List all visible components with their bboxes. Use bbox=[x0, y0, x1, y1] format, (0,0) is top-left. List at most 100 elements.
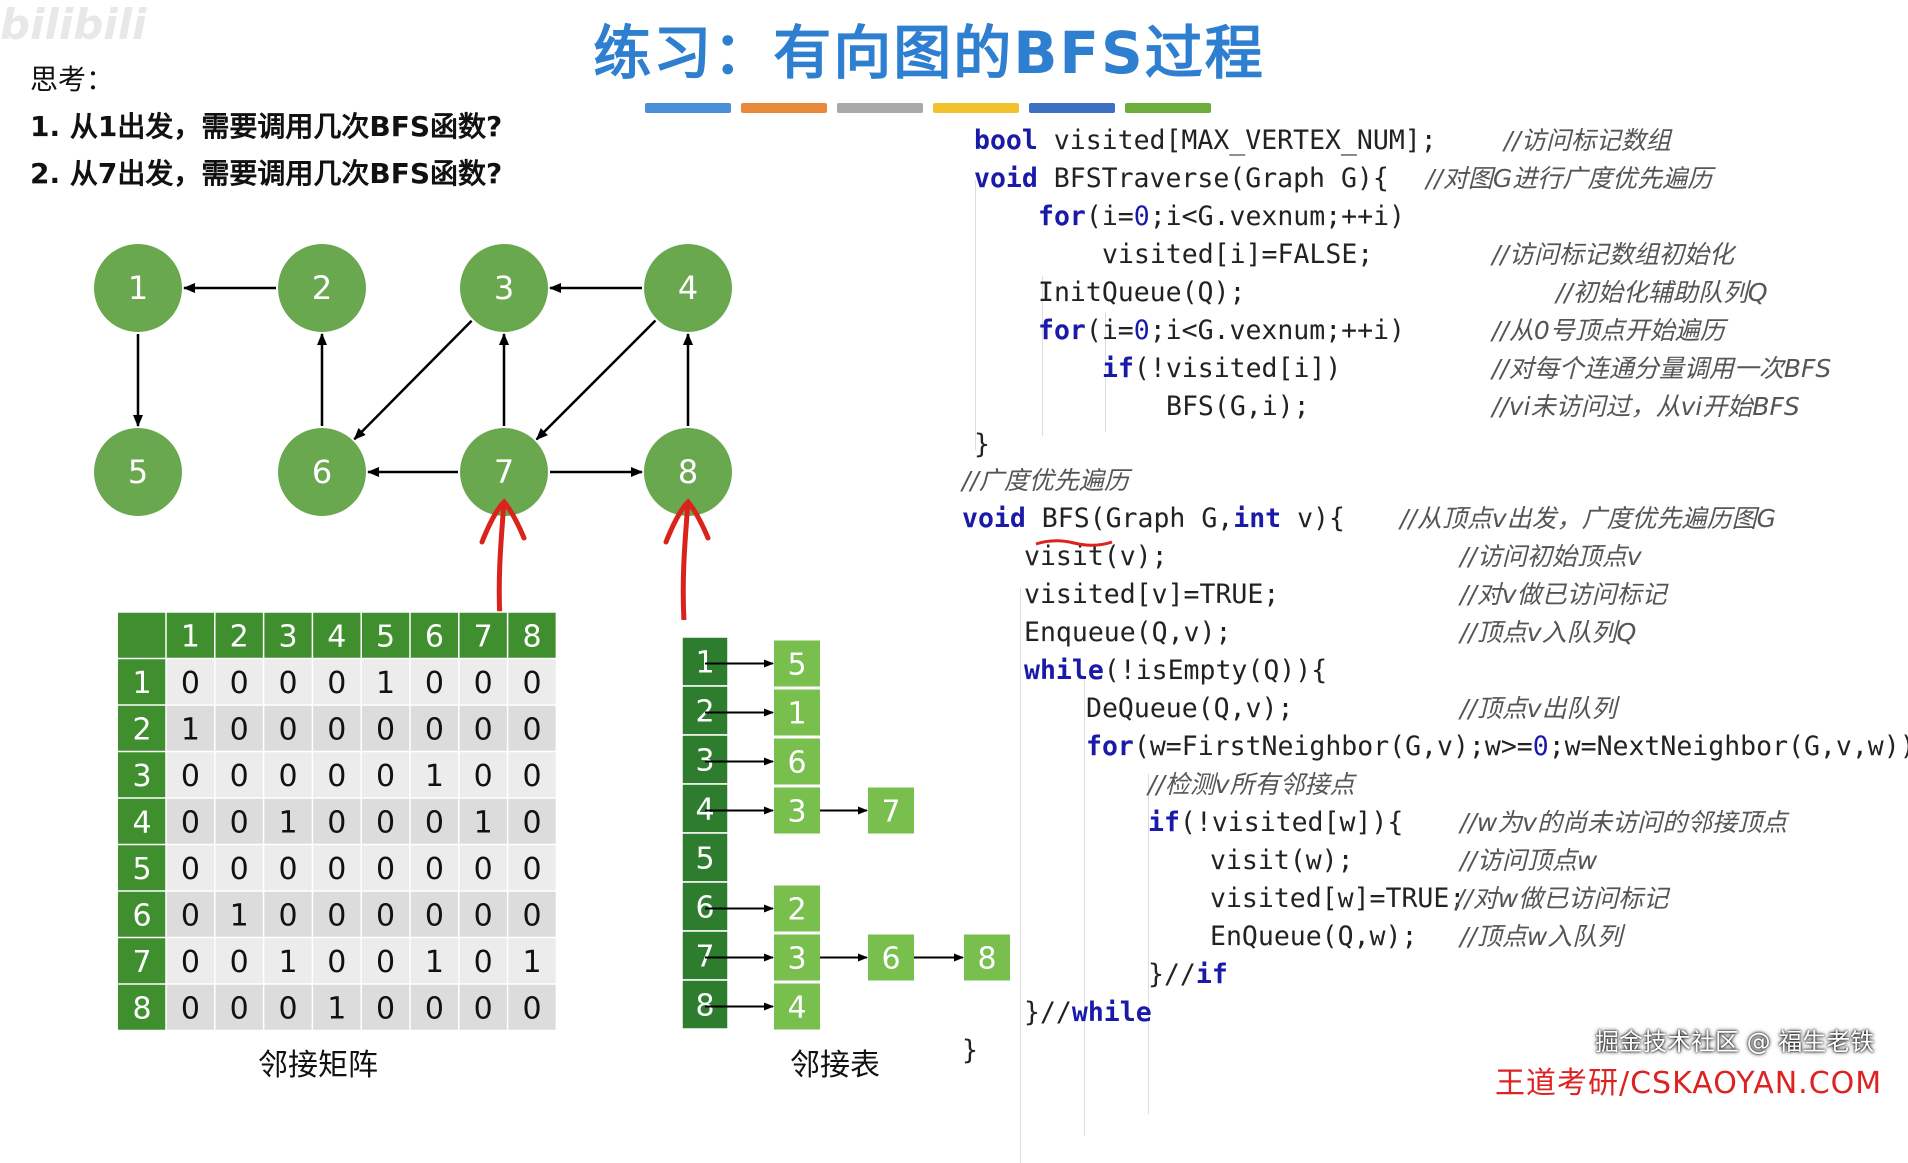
code-comment: //检测v所有邻接点 bbox=[1148, 770, 1355, 799]
indent-guide bbox=[975, 180, 976, 450]
matrix-cell: 0 bbox=[425, 805, 444, 840]
matrix-cell: 0 bbox=[376, 852, 395, 887]
adjlist-node bbox=[774, 934, 820, 981]
code-comment: //初始化辅助队列Q bbox=[1556, 278, 1768, 307]
matrix-cell: 0 bbox=[230, 759, 249, 794]
watermark: 掘金技术社区 @ 福生老铁 bbox=[1595, 1028, 1875, 1056]
matrix-cell: 1 bbox=[278, 805, 297, 840]
adjlist-node bbox=[774, 689, 820, 736]
matrix-cell: 0 bbox=[376, 898, 395, 933]
matrix-cell: 1 bbox=[327, 991, 346, 1026]
graph-node-label: 4 bbox=[678, 269, 698, 307]
matrix-cell: 0 bbox=[181, 759, 200, 794]
adjlist-vertex-cell bbox=[681, 685, 729, 736]
matrix-cell: 0 bbox=[522, 991, 541, 1026]
matrix-cell: 0 bbox=[474, 852, 493, 887]
question-2: 2. 从7出发，需要调用几次BFS函数? bbox=[30, 157, 503, 190]
matrix-cell: 0 bbox=[181, 898, 200, 933]
matrix-cell: 0 bbox=[376, 712, 395, 747]
code-comment: //访问标记数组初始化 bbox=[1492, 240, 1734, 269]
matrix-cell: 0 bbox=[522, 852, 541, 887]
graph-node bbox=[278, 428, 366, 516]
matrix-cell: 0 bbox=[230, 712, 249, 747]
list-caption: 邻接表 bbox=[790, 1048, 880, 1083]
site-footer: 王道考研/CSKAOYAN.COM bbox=[1495, 1066, 1883, 1101]
adjlist-node-label: 7 bbox=[881, 795, 900, 830]
code-comment: //vi未访问过，从vi开始BFS bbox=[1492, 392, 1800, 421]
matrix-cell: 1 bbox=[425, 759, 444, 794]
code-line: BFS(G,i); bbox=[1166, 391, 1310, 422]
matrix-cell: 0 bbox=[376, 759, 395, 794]
matrix-row-header: 4 bbox=[132, 805, 151, 840]
adjlist-node-label: 3 bbox=[787, 795, 806, 830]
adjlist-vertex-cell bbox=[681, 734, 729, 785]
graph-node bbox=[644, 428, 732, 516]
adjlist-node bbox=[868, 934, 914, 981]
adjlist-node-label: 1 bbox=[787, 697, 806, 732]
code-line: }//while bbox=[1024, 997, 1152, 1028]
code-line: } bbox=[962, 1035, 978, 1066]
graph-node-label: 8 bbox=[678, 453, 698, 491]
graph-node bbox=[278, 244, 366, 332]
start-marker-arrow bbox=[663, 498, 711, 620]
color-bars bbox=[645, 103, 1211, 113]
graph-node bbox=[460, 428, 548, 516]
matrix-col-header: 3 bbox=[278, 619, 297, 654]
matrix-cell: 0 bbox=[278, 759, 297, 794]
code-comment: //广度优先遍历 bbox=[962, 466, 1129, 495]
code-line: void BFSTraverse(Graph G){ bbox=[974, 163, 1389, 194]
color-bar-yellow bbox=[933, 103, 1019, 113]
graph-edge bbox=[353, 319, 473, 441]
code-comment: //从0号顶点开始遍历 bbox=[1492, 316, 1725, 345]
matrix-cell: 0 bbox=[278, 666, 297, 701]
indent-guide bbox=[1020, 588, 1021, 1163]
matrix-cell: 1 bbox=[278, 945, 297, 980]
matrix-cell: 0 bbox=[474, 991, 493, 1026]
color-bar-darkblue bbox=[1029, 103, 1115, 113]
matrix-row-header: 8 bbox=[132, 991, 151, 1026]
graph-node-label: 2 bbox=[312, 269, 332, 307]
adjlist-node-label: 6 bbox=[881, 942, 900, 977]
matrix-col-header: 6 bbox=[425, 619, 444, 654]
matrix-col-header: 8 bbox=[522, 619, 541, 654]
code-line: if(!visited[w]){ bbox=[1148, 807, 1404, 838]
matrix-cell: 0 bbox=[181, 805, 200, 840]
code-comment: //对v做已访问标记 bbox=[1460, 580, 1667, 609]
indent-guide bbox=[1042, 276, 1043, 436]
matrix-cell: 0 bbox=[425, 666, 444, 701]
code-line: visited[i]=FALSE; bbox=[1102, 239, 1374, 270]
matrix-cell: 0 bbox=[181, 666, 200, 701]
color-bar-blue bbox=[645, 103, 731, 113]
graph-node-label: 5 bbox=[128, 453, 148, 491]
indent-guide bbox=[1105, 312, 1106, 432]
bilibili-logo: bilibili bbox=[0, 0, 147, 49]
red-underline bbox=[1035, 539, 1113, 547]
adjlist-node-label: 2 bbox=[787, 893, 806, 928]
indent-guide bbox=[1148, 774, 1149, 1114]
adjlist-vertex-cell bbox=[681, 636, 729, 687]
matrix-col-header: 1 bbox=[181, 619, 200, 654]
matrix-cell: 0 bbox=[327, 759, 346, 794]
matrix-cell: 0 bbox=[425, 991, 444, 1026]
code-comment: //顶点v入队列Q bbox=[1460, 618, 1637, 647]
code-line: while(!isEmpty(Q)){ bbox=[1024, 655, 1328, 686]
matrix-cell: 1 bbox=[522, 945, 541, 980]
adjlist-node-label: 3 bbox=[787, 942, 806, 977]
code-comment: //顶点w入队列 bbox=[1460, 922, 1623, 951]
code-line: for(i=0;i<G.vexnum;++i) bbox=[1038, 315, 1405, 346]
adjlist-vertex-cell bbox=[681, 979, 729, 1030]
code-line: for(w=FirstNeighbor(G,v);w>=0;w=NextNeig… bbox=[1086, 731, 1908, 762]
matrix-cell: 0 bbox=[230, 945, 249, 980]
matrix-cell: 1 bbox=[474, 805, 493, 840]
adjlist-node bbox=[774, 983, 820, 1030]
matrix-cell: 0 bbox=[522, 666, 541, 701]
graph-node bbox=[460, 244, 548, 332]
matrix-cell: 0 bbox=[425, 898, 444, 933]
matrix-cell: 0 bbox=[181, 991, 200, 1026]
matrix-cell: 0 bbox=[278, 991, 297, 1026]
adjlist-node bbox=[774, 885, 820, 932]
matrix-row-header: 6 bbox=[132, 898, 151, 933]
adjlist-node bbox=[774, 787, 820, 834]
matrix-cell: 0 bbox=[327, 945, 346, 980]
